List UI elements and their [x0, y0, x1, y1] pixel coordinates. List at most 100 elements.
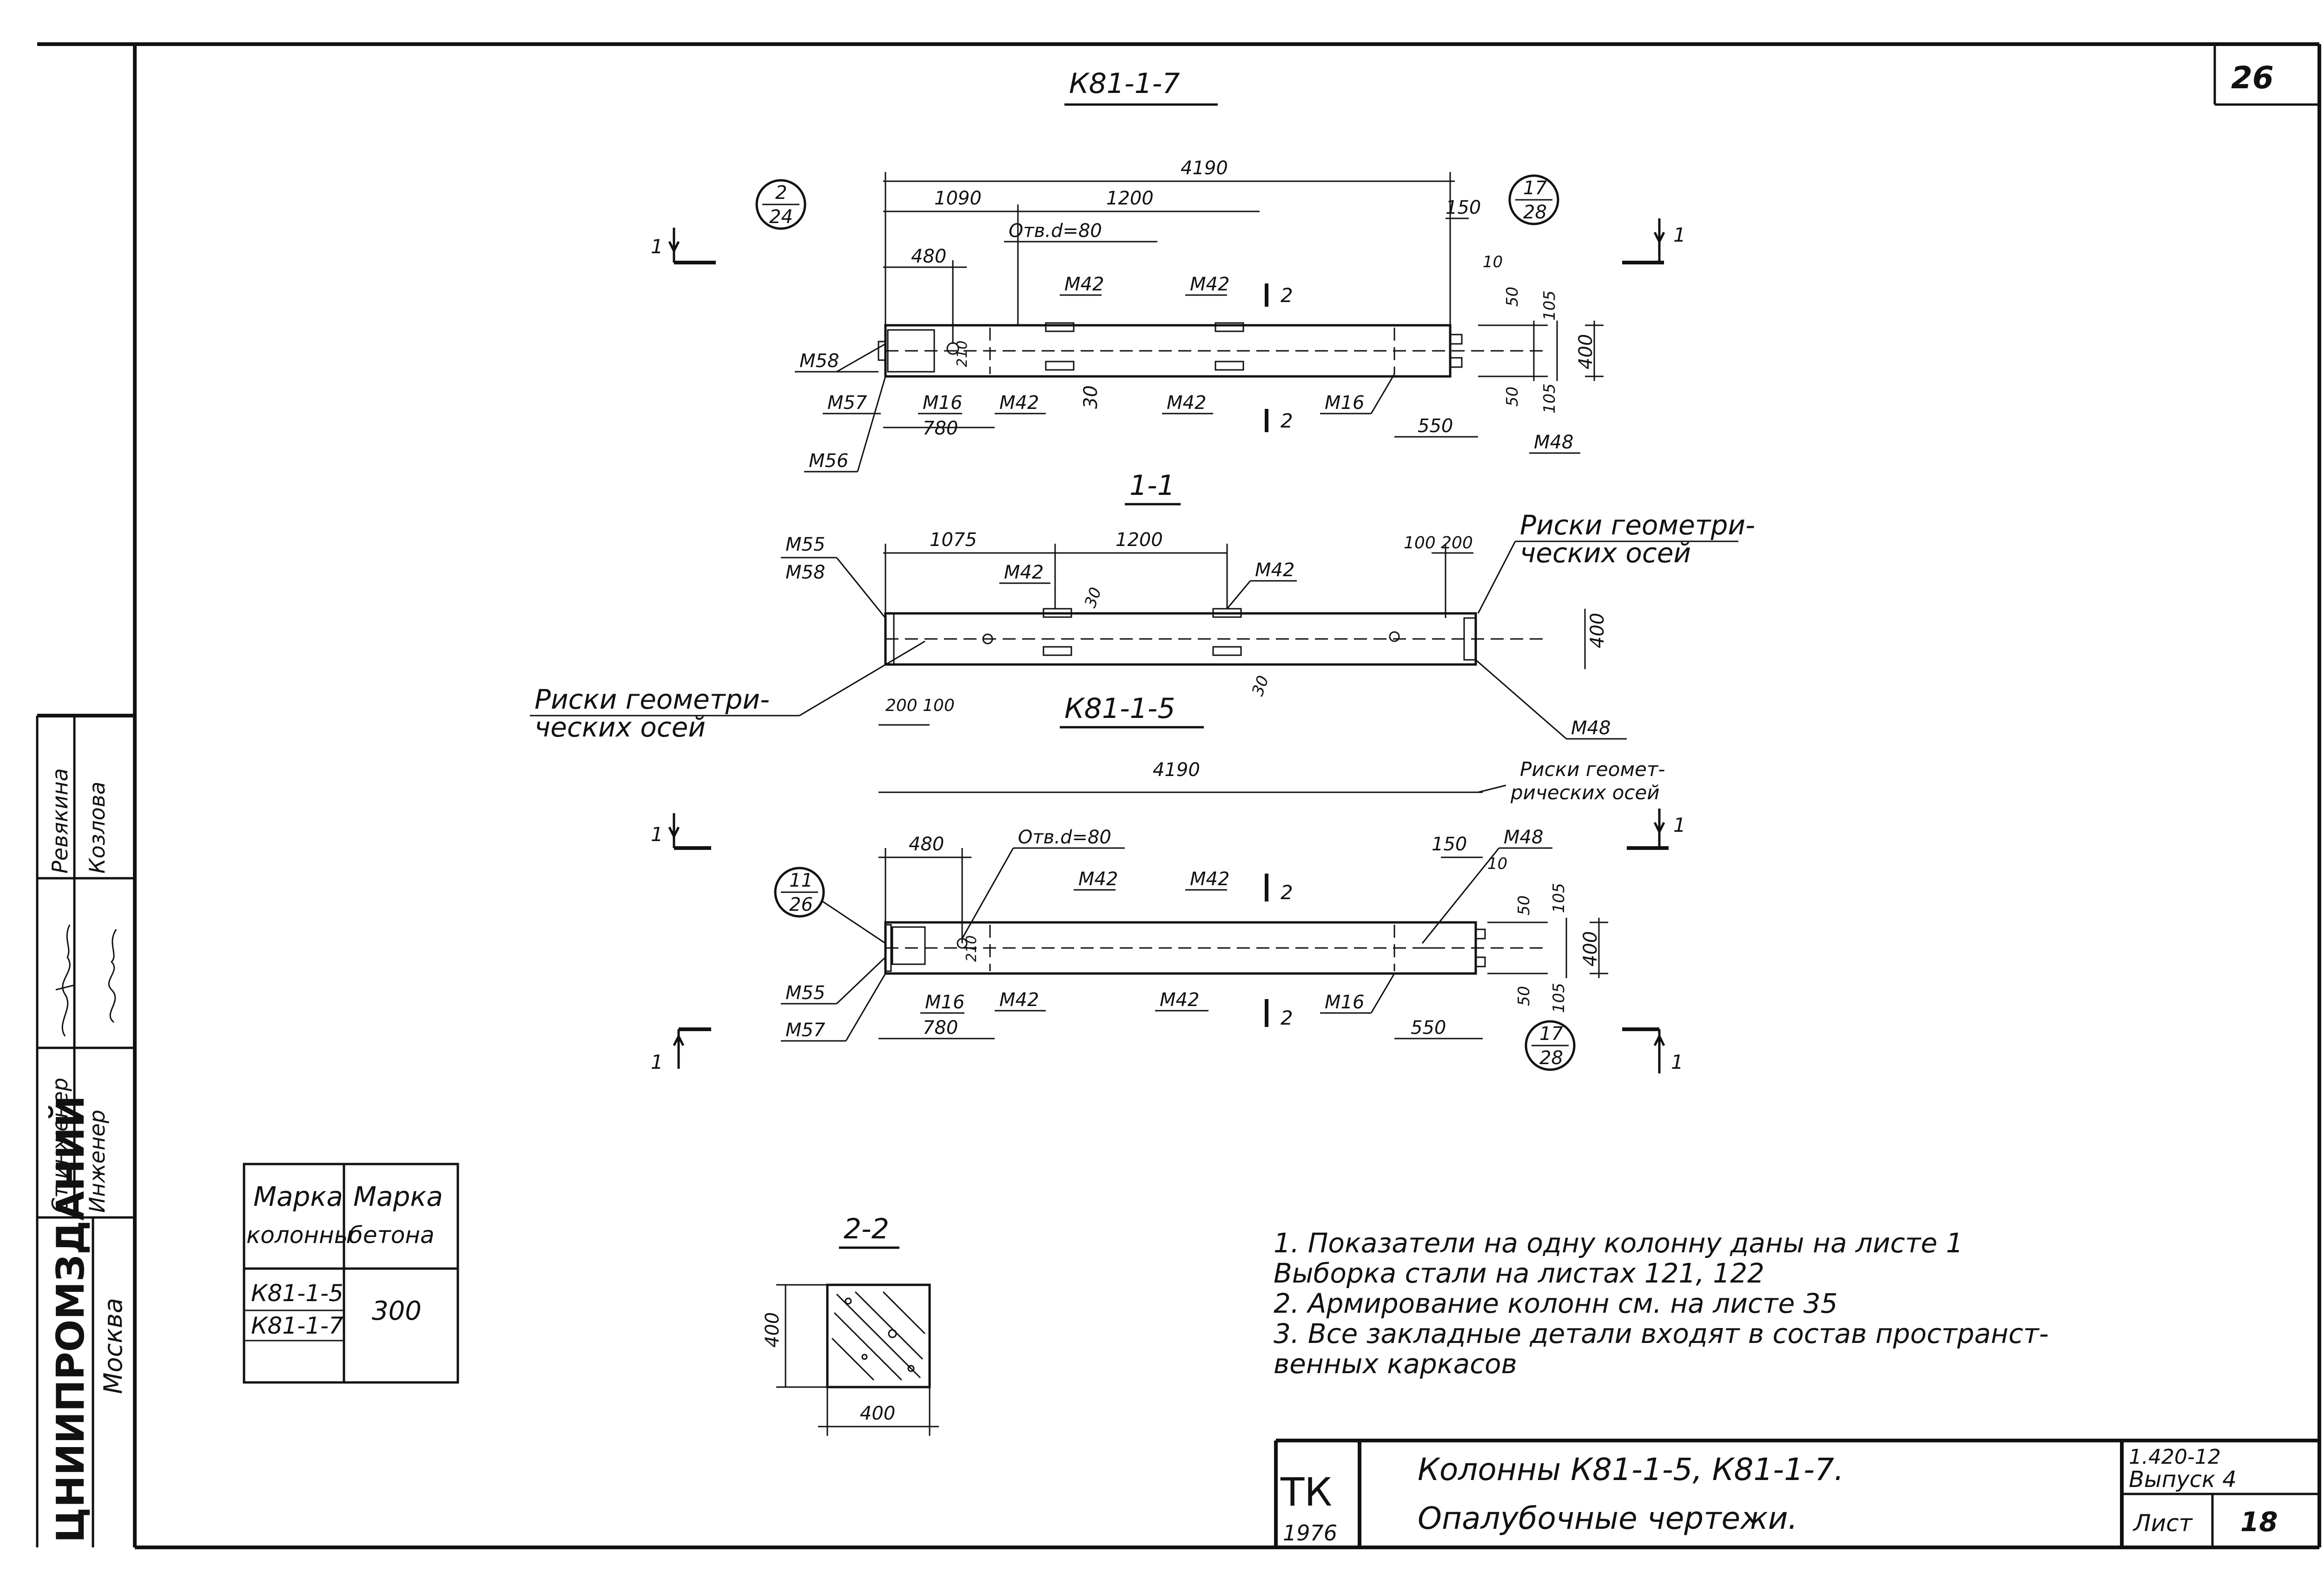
- v1-callout-right-num: 17: [1523, 178, 1547, 199]
- v1-m42-bot-a: М42: [999, 392, 1039, 414]
- stamp-org: ЦНИИПРОМЗДАНИЙ: [48, 1095, 93, 1543]
- v2-m42-a: М42: [1004, 562, 1043, 583]
- v1-m56: М56: [809, 450, 848, 472]
- stamp-name-2: Козлова: [85, 782, 110, 874]
- v3-axis-note-2: рических осей: [1510, 781, 1660, 804]
- signature-2: [108, 929, 117, 1023]
- v1-dim-50-top: 50: [1503, 287, 1522, 307]
- table-col1-header-2: колонны: [246, 1222, 352, 1249]
- v1-overall-4190: 4190: [1181, 158, 1228, 179]
- v2-left-note-2: ческих осей: [535, 711, 706, 743]
- v1-dim-30: 30: [1080, 385, 1102, 409]
- v1-m16-right: М16: [1325, 392, 1364, 414]
- table-col1-header-1: Марка: [253, 1181, 343, 1212]
- v3-dim-10: 10: [1487, 855, 1507, 873]
- title-sheet-label: Лист: [2133, 1510, 2193, 1537]
- v1-callout-right-den: 28: [1523, 202, 1547, 223]
- v3-dim-50-bot: 50: [1515, 986, 1533, 1006]
- v1-dim-550: 550: [1418, 415, 1453, 437]
- v3-callout-right: [1525, 1020, 1576, 1071]
- v2-m55: М55: [786, 534, 825, 555]
- v2-dim-400: 400: [1587, 613, 1608, 648]
- v2-dim-200-100: 200 100: [885, 696, 955, 715]
- v1-m58: М58: [799, 350, 839, 372]
- v1-dim-150: 150: [1446, 197, 1481, 218]
- v3-cut-2-bot: 2: [1281, 1007, 1293, 1029]
- note-1b: Выборка стали на листах 121, 122: [1274, 1257, 1764, 1289]
- v3-m48: М48: [1504, 827, 1543, 848]
- title-block: [1274, 1439, 2319, 1547]
- v1-m48: М48: [1534, 432, 1573, 453]
- v1-dim-50-bot: 50: [1503, 387, 1522, 407]
- view3-dimension-lines: [878, 791, 1608, 1039]
- v3-cut-1-top-left: 1: [651, 823, 663, 846]
- v2-dim-1200: 1200: [1116, 529, 1163, 551]
- v3-hole-label: Отв.d=80: [1018, 827, 1111, 848]
- v1-m57: М57: [827, 392, 867, 414]
- v1-dim-780: 780: [923, 418, 958, 439]
- v3-dim-550: 550: [1411, 1017, 1446, 1039]
- v1-dim-10: 10: [1483, 253, 1503, 271]
- v1-hole-label: Отв.d=80: [1009, 220, 1102, 242]
- v1-dim-1200: 1200: [1106, 188, 1154, 209]
- note-1: 1. Показатели на одну колонну даны на ли…: [1274, 1227, 1963, 1259]
- title-section-1-1: 1-1: [1129, 469, 1175, 502]
- v3-dim-105-top: 105: [1550, 883, 1568, 913]
- v1-cut-2-top: 2: [1281, 284, 1293, 307]
- v2-axis-note-2: ческих осей: [1520, 537, 1691, 569]
- table-col2-header-2: бетона: [349, 1222, 435, 1249]
- v1-cut-2-bot: 2: [1281, 409, 1293, 432]
- title-line-1: Колонны К81-1-5, К81-1-7.: [1418, 1452, 1844, 1487]
- v3-cut-2-top: 2: [1281, 881, 1293, 904]
- table-concrete: 300: [372, 1296, 422, 1326]
- stamp-role-1: Ст.инженер: [47, 1078, 73, 1213]
- v3-m16-left: М16: [925, 992, 964, 1013]
- stamp-role-2: Инженер: [85, 1110, 110, 1213]
- title-section-2-2: 2-2: [844, 1213, 889, 1245]
- v2-left-note-1: Риски геометри-: [535, 684, 770, 715]
- view2-dimension-lines: [878, 544, 1586, 726]
- mark-table: [243, 1163, 459, 1384]
- title-k81-1-7: К81-1-7: [1069, 67, 1180, 100]
- v3-m55: М55: [786, 982, 825, 1004]
- v3-cut-1-top-right: 1: [1673, 814, 1686, 836]
- title-year: 1976: [1283, 1520, 1337, 1546]
- v1-dim-105-bot: 105: [1540, 383, 1559, 414]
- v3-cut-marks-1-1: [668, 809, 1669, 1073]
- signature-1: [55, 924, 75, 1037]
- v2-dim-100-200: 100 200: [1404, 533, 1473, 553]
- v3-m57: М57: [786, 1020, 825, 1041]
- v3-dim-480: 480: [909, 834, 944, 855]
- v3-cut-1-bot-right: 1: [1671, 1051, 1684, 1073]
- view1-dimension-lines: [883, 172, 1604, 438]
- sheet-frame: [37, 42, 2321, 1549]
- title-series: 1.420-12: [2129, 1445, 2221, 1469]
- v2-dim-30-bot: 30: [1248, 673, 1273, 698]
- v1-cut-1-right: 1: [1673, 224, 1686, 246]
- v1-dim-1090: 1090: [934, 188, 982, 209]
- v1-m42-bot-b: М42: [1167, 392, 1206, 414]
- v2-m48: М48: [1571, 717, 1611, 739]
- v1-dim-480: 480: [911, 246, 946, 267]
- v3-m42-top-b: М42: [1190, 868, 1229, 890]
- v2-m42-b: М42: [1255, 559, 1294, 581]
- v3-callout-right-den: 28: [1539, 1047, 1563, 1069]
- v3-m42-bot-b: М42: [1160, 989, 1199, 1011]
- v3-dim-210: 210: [964, 935, 980, 962]
- v1-dim-105-top: 105: [1540, 290, 1559, 321]
- v3-dim-150: 150: [1432, 834, 1467, 855]
- v3-dim-780: 780: [923, 1017, 958, 1039]
- title-sheet-number: 18: [2240, 1506, 2278, 1538]
- v3-m16-right: М16: [1325, 992, 1364, 1013]
- stamp-name-1: Ревякина: [47, 768, 73, 874]
- column-k81-1-7-elevation: [878, 322, 1543, 378]
- v1-m16-left: М16: [923, 392, 962, 414]
- table-row-2: К81-1-7: [251, 1312, 343, 1339]
- corner-number: 26: [2231, 60, 2274, 96]
- v3-callout-left-num: 11: [789, 870, 813, 891]
- table-row-1: К81-1-5: [251, 1280, 343, 1307]
- s22-dim-width: 400: [860, 1403, 895, 1424]
- v3-callout-left: [774, 867, 886, 944]
- v1-m42-top-b: М42: [1190, 274, 1229, 295]
- title-line-2: Опалубочные чертежи.: [1418, 1500, 1798, 1536]
